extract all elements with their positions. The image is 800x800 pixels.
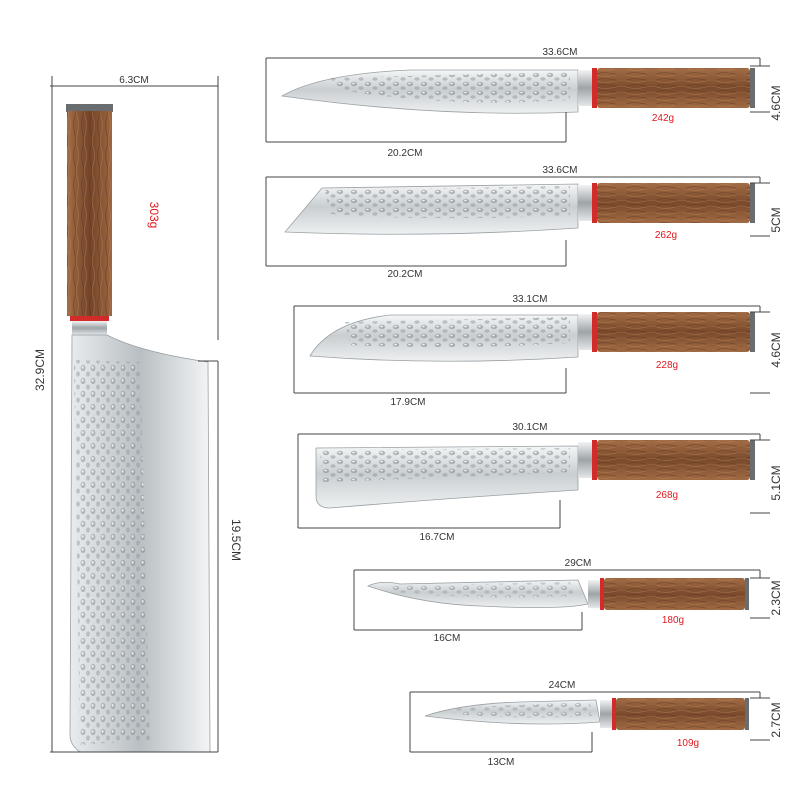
knife-2-butt-cap bbox=[750, 183, 755, 223]
cleaver-length-label: 32.9CM bbox=[33, 349, 47, 391]
cleaver-bolster bbox=[72, 321, 107, 335]
knife-4-height-label: 5.1CM bbox=[769, 465, 783, 500]
knife-1 bbox=[280, 68, 755, 114]
knife-5-dimension-lines bbox=[353, 569, 770, 631]
knife-5-blade-label: 16CM bbox=[434, 633, 461, 644]
knife-6 bbox=[424, 698, 749, 730]
knife-3-weight-label: 228g bbox=[656, 360, 678, 371]
knife-6-blade-label: 13CM bbox=[488, 757, 515, 768]
knife-4-dimension-lines bbox=[297, 433, 770, 529]
knife-4-red-ring bbox=[592, 440, 597, 480]
cleaver-butt-cap bbox=[66, 104, 113, 112]
knife-6-length-label: 24CM bbox=[549, 680, 576, 691]
knife-5-red-ring bbox=[600, 578, 604, 610]
knife-3-length-label: 33.1CM bbox=[512, 294, 547, 305]
knife-3-red-ring bbox=[592, 312, 597, 352]
knife-6-red-ring bbox=[612, 698, 616, 730]
knife-1-blade-label: 20.2CM bbox=[387, 148, 422, 159]
knife-6-bolster bbox=[600, 700, 612, 728]
knife-2-length-label: 33.6CM bbox=[542, 165, 577, 176]
cleaver-knife bbox=[66, 104, 211, 753]
knife-2-height-label: 5CM bbox=[769, 207, 783, 232]
knife-6-dimension-lines bbox=[409, 691, 770, 753]
knife-5 bbox=[366, 578, 749, 610]
knife-3-bolster bbox=[578, 314, 592, 350]
cleaver-blade-label: 19.5CM bbox=[229, 519, 243, 561]
cleaver-weight-label: 303g bbox=[147, 202, 161, 229]
knife-4-weight-label: 268g bbox=[656, 490, 678, 501]
knife-1-weight-label: 242g bbox=[652, 113, 674, 124]
knife-2-dimension-lines bbox=[265, 176, 770, 267]
knife-5-height-label: 2.3CM bbox=[769, 580, 783, 615]
knife-2 bbox=[284, 183, 755, 235]
cleaver-red-ring bbox=[70, 316, 109, 321]
knife-1-bolster bbox=[578, 70, 592, 106]
knife-5-length-label: 29CM bbox=[565, 558, 592, 569]
knife-1-red-ring bbox=[592, 68, 597, 108]
knife-2-weight-label: 262g bbox=[655, 230, 677, 241]
knife-3 bbox=[309, 312, 755, 362]
knife-4-blade-label: 16.7CM bbox=[419, 532, 454, 543]
knife-5-weight-label: 180g bbox=[662, 615, 684, 626]
knife-3-blade-label: 17.9CM bbox=[390, 397, 425, 408]
knife-2-blade-label: 20.2CM bbox=[387, 269, 422, 280]
knife-4-length-label: 30.1CM bbox=[512, 422, 547, 433]
knife-1-butt-cap bbox=[750, 68, 755, 108]
cleaver-width-label: 6.3CM bbox=[119, 75, 148, 86]
knife-5-bolster bbox=[588, 580, 600, 608]
knife-3-dimension-lines bbox=[293, 305, 770, 394]
knife-1-height-label: 4.6CM bbox=[769, 85, 783, 120]
knife-3-butt-cap bbox=[750, 312, 755, 352]
knife-1-dimension-lines bbox=[265, 57, 770, 143]
cleaver-dimension-lines bbox=[50, 76, 219, 753]
knife-6-butt-cap bbox=[745, 698, 749, 730]
knife-4 bbox=[315, 440, 755, 509]
knife-4-bolster bbox=[578, 442, 592, 478]
knife-6-weight-label: 109g bbox=[677, 738, 699, 749]
knife-2-bolster bbox=[578, 185, 592, 221]
knife-3-height-label: 4.6CM bbox=[769, 332, 783, 367]
knife-1-length-label: 33.6CM bbox=[542, 47, 577, 58]
knife-5-butt-cap bbox=[745, 578, 749, 610]
knife-4-butt-cap bbox=[750, 440, 755, 480]
knife-6-height-label: 2.7CM bbox=[769, 702, 783, 737]
knife-2-red-ring bbox=[592, 183, 597, 223]
